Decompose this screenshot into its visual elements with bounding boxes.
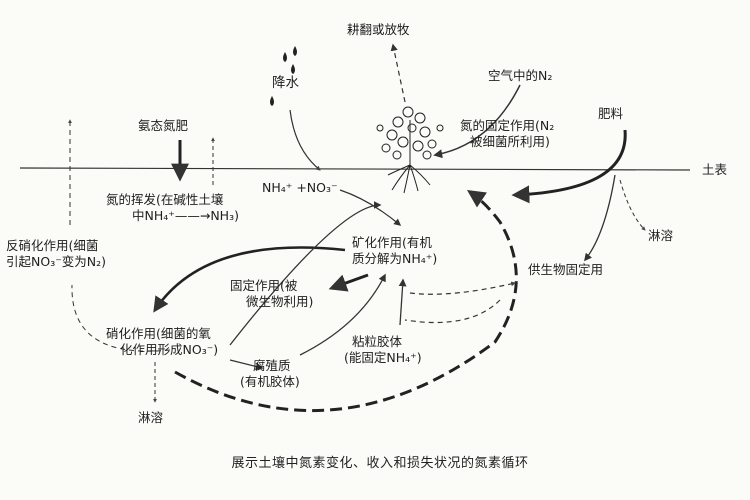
ammonium-fertilizer-label: 氨态氮肥: [138, 118, 189, 133]
figure-caption: 展示土壤中氮素变化、收入和损失状况的氮素循环: [231, 456, 529, 471]
arrow-dashed-right: [409, 281, 516, 295]
arrow-precip-to-ions: [289, 109, 321, 171]
arrow-fertilizer-plant-use: [584, 174, 616, 262]
denitrification-label-line1: 反硝化作用(细菌: [6, 238, 99, 253]
volatilization-label-line2: 中NH₄⁺——→NH₃): [132, 208, 239, 223]
denitrification-label-line2: 引起NO₃⁻变为N₂): [6, 254, 107, 269]
arrow-to-plough: [390, 43, 406, 103]
leaching-left-label: 淋溶: [138, 410, 164, 425]
immobilization-label-line1: 固定作用(被: [230, 278, 298, 293]
arrow-mineral-to-immobilization: [328, 273, 369, 292]
leaching-right-label: 淋溶: [648, 228, 674, 243]
immobilization-label-line2: 微生物利用): [246, 294, 314, 309]
arrow-clay-to-mineral: [398, 278, 407, 326]
precipitation-label: 降水: [272, 75, 299, 91]
fixation-label-line1: 氮的固定作用(N₂: [460, 118, 555, 133]
soil-surface-line: [19, 167, 691, 171]
arrow-ions-to-plant: [339, 189, 402, 226]
mineralization-label-line2: 质分解为NH₄⁺): [352, 251, 438, 266]
mineralization-label-line1: 矿化作用(有机: [352, 235, 432, 250]
soil-surface-label: 土表: [702, 162, 728, 177]
arrow-nitrification-to-humus: [229, 359, 264, 371]
plant-icon: [376, 106, 444, 194]
plant-uptake-label: 供生物固定用: [528, 262, 604, 277]
arrow-air-to-plant: [433, 84, 521, 159]
arrow-outer-loop: [174, 190, 518, 412]
fixation-label-line2: 被细菌所利用): [470, 134, 550, 149]
nitrification-label-line1: 硝化作用(细菌的氧: [106, 326, 211, 341]
arrow-nitrification-to-plant: [229, 201, 382, 346]
arrow-fertilizer-to-soil: [511, 129, 627, 204]
arrow-mineral-to-nitrification: [153, 246, 346, 313]
arrow-dashed-down: [404, 299, 501, 324]
raindrop-icons: [270, 46, 297, 106]
clay-colloid-label-line1: 粘粒胶体: [352, 334, 403, 349]
nitrification-label-line2: 化作用形成NO₃⁻): [120, 342, 219, 357]
humus-label-line1: 腐殖质: [253, 358, 291, 373]
arrow-humus-to-mineral: [299, 273, 386, 356]
air-nitrogen-label: 空气中的N₂: [488, 68, 553, 83]
humus-label-line2: (有机胶体): [240, 374, 300, 389]
clay-colloid-label-line2: (能固定NH₄⁺): [344, 350, 422, 365]
volatilization-label-line1: 氮的挥发(在碱性土壤: [106, 192, 224, 207]
plough-or-graze-label: 耕翻或放牧: [347, 22, 410, 37]
fertilizer-label: 肥料: [598, 106, 624, 121]
ions-label: NH₄⁺ +NO₃⁻: [262, 180, 338, 195]
arrow-leaching-right: [619, 179, 646, 231]
arrow-denitrification-loop: [71, 284, 171, 352]
